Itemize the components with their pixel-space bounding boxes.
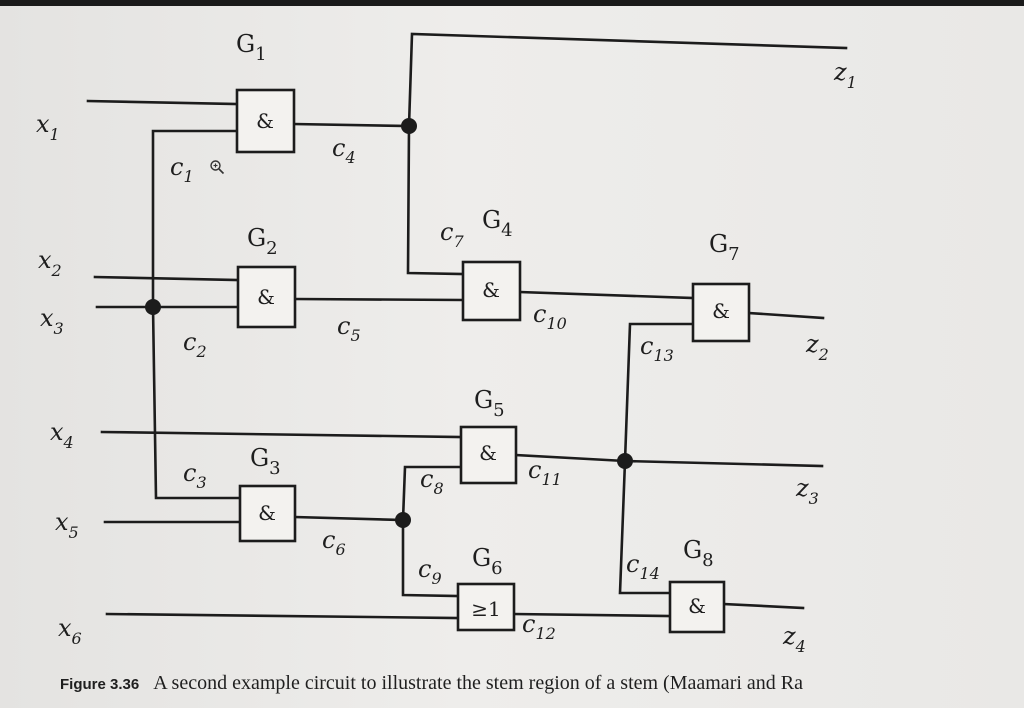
label-c5: c5	[337, 312, 361, 345]
label-c6: c6	[322, 526, 346, 559]
figure-caption-text: A second example circuit to illustrate t…	[153, 672, 803, 694]
label-x2: x2	[38, 246, 62, 280]
label-c2: c2	[183, 328, 207, 361]
wire-c4	[292, 122, 411, 128]
connection-labels: c1 c2 c3 c4 c5 c6 c7 c8 c9 c10 c11 c12 c…	[170, 134, 674, 643]
label-c4: c4	[332, 134, 356, 167]
gate-g5: &	[459, 425, 518, 485]
wire-c1	[151, 129, 239, 309]
label-g8: G8	[683, 536, 714, 571]
gate-labels: G1 G2 G3 G4 G5 G6 G7 G8	[236, 30, 740, 579]
zoom-in-icon	[210, 160, 225, 175]
top-dark-edge	[0, 0, 1024, 6]
wire-c14	[618, 459, 672, 595]
label-x4: x4	[50, 418, 74, 452]
gate-symbol: ≥1	[471, 597, 500, 621]
label-z2: z2	[805, 330, 829, 364]
label-g3: G3	[250, 444, 281, 479]
gate-symbol: &	[258, 501, 276, 525]
figure-caption: Figure 3.36 A second example circuit to i…	[60, 672, 1024, 708]
junction-g3-stem	[395, 512, 411, 528]
wire-x4	[100, 430, 463, 439]
label-x6: x6	[58, 614, 82, 648]
gate-g2: &	[236, 265, 297, 329]
gate-g3: &	[238, 484, 297, 543]
gate-g4: &	[461, 260, 522, 322]
wire-z2	[747, 311, 825, 320]
output-labels: z1 z2 z3 z4	[782, 58, 857, 656]
junction-x1-stem	[401, 118, 417, 134]
label-z3: z3	[795, 474, 819, 508]
label-c3: c3	[183, 459, 207, 492]
label-x1: x1	[36, 110, 60, 144]
gate-g6: ≥1	[456, 582, 516, 632]
label-x3: x3	[40, 304, 64, 338]
label-g7: G7	[709, 230, 740, 265]
label-g1: G1	[236, 30, 267, 65]
gate-g8: &	[668, 580, 726, 634]
label-g5: G5	[474, 386, 505, 421]
gate-symbol: &	[257, 285, 275, 309]
wire-c10	[518, 290, 695, 300]
wire-z4	[722, 602, 805, 610]
label-c14: c14	[626, 550, 660, 583]
gate-symbol: &	[256, 109, 274, 133]
label-c7: c7	[440, 218, 464, 251]
label-c11: c11	[528, 456, 562, 489]
gate-g1: &	[235, 88, 296, 154]
wire-x6	[105, 612, 460, 620]
wire-c8	[401, 465, 463, 522]
wire-c11	[514, 453, 824, 468]
wire-c3	[151, 305, 242, 500]
gate-symbol: &	[479, 441, 497, 465]
figure-caption-label: Figure 3.36	[60, 676, 140, 693]
input-labels: x1 x2 x3 x4 x5 x6	[36, 110, 82, 648]
label-g6: G6	[472, 544, 503, 579]
wire-c12	[512, 612, 672, 618]
wire-c5	[293, 297, 465, 302]
junction-x3-stem	[145, 299, 161, 315]
wire-x2	[93, 275, 240, 282]
label-c12: c12	[522, 610, 556, 643]
wires	[86, 32, 848, 620]
gate-symbol: &	[688, 594, 706, 618]
wire-z1	[407, 32, 848, 128]
label-c9: c9	[418, 555, 442, 588]
label-c8: c8	[420, 465, 444, 498]
gate-g7: &	[691, 282, 751, 343]
gate-symbol: &	[712, 299, 730, 323]
label-c1: c1	[170, 153, 194, 186]
label-z4: z4	[782, 622, 806, 656]
gate-symbol: &	[482, 278, 500, 302]
wire-c7	[406, 124, 465, 276]
label-g4: G4	[482, 206, 513, 241]
junctions	[145, 118, 633, 528]
wire-c9	[401, 518, 460, 598]
label-g2: G2	[247, 224, 278, 259]
junction-g5-stem	[617, 453, 633, 469]
label-c10: c10	[533, 300, 567, 333]
wire-x1	[86, 99, 239, 106]
wire-c13	[623, 322, 695, 463]
wire-c6	[293, 515, 405, 522]
label-c13: c13	[640, 332, 674, 365]
label-x5: x5	[55, 508, 79, 542]
label-z1: z1	[833, 58, 857, 92]
